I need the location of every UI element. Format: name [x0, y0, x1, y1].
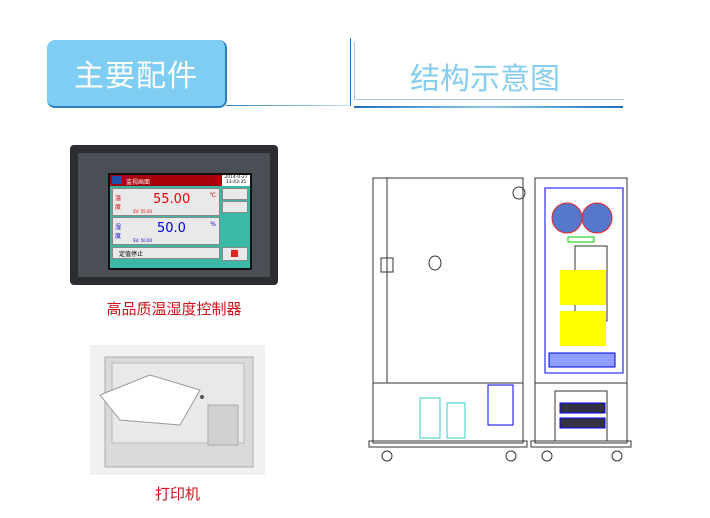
- divider: [356, 99, 624, 100]
- time: 13:43:35: [225, 180, 247, 185]
- divider: [350, 38, 351, 106]
- main-parts-title: 主要配件: [74, 59, 198, 94]
- temp-unit: ℃: [209, 192, 216, 199]
- switch-button: [222, 201, 248, 213]
- printer-caption: 打印机: [154, 485, 200, 503]
- divider: [354, 106, 623, 108]
- structure-diagram: [368, 177, 632, 462]
- temp-label: 温度: [115, 195, 122, 211]
- date: 2014-0-27: [224, 175, 248, 180]
- hum-unit: %: [210, 221, 216, 228]
- structure-diagram-title: 结构示意图: [410, 62, 560, 97]
- hum-sv: SV: 50.00: [133, 238, 153, 243]
- menu-icon: [112, 176, 122, 184]
- printer-image: [90, 345, 265, 475]
- controller-caption: 高品质温湿度控制器: [106, 300, 242, 318]
- divider: [226, 105, 350, 106]
- run-button: [222, 247, 248, 261]
- temp-sv: SV: 55.00: [133, 209, 153, 214]
- temp-value: 55.00: [153, 192, 191, 207]
- hum-value: 50.0: [157, 221, 186, 236]
- divider: [354, 42, 355, 100]
- hum-label: 湿度: [115, 224, 122, 240]
- screen-title: 监视画面: [126, 179, 151, 186]
- run-status: 定值停止: [119, 251, 144, 258]
- back-button: [222, 188, 248, 200]
- section-badge-main-parts: 主要配件: [47, 40, 227, 108]
